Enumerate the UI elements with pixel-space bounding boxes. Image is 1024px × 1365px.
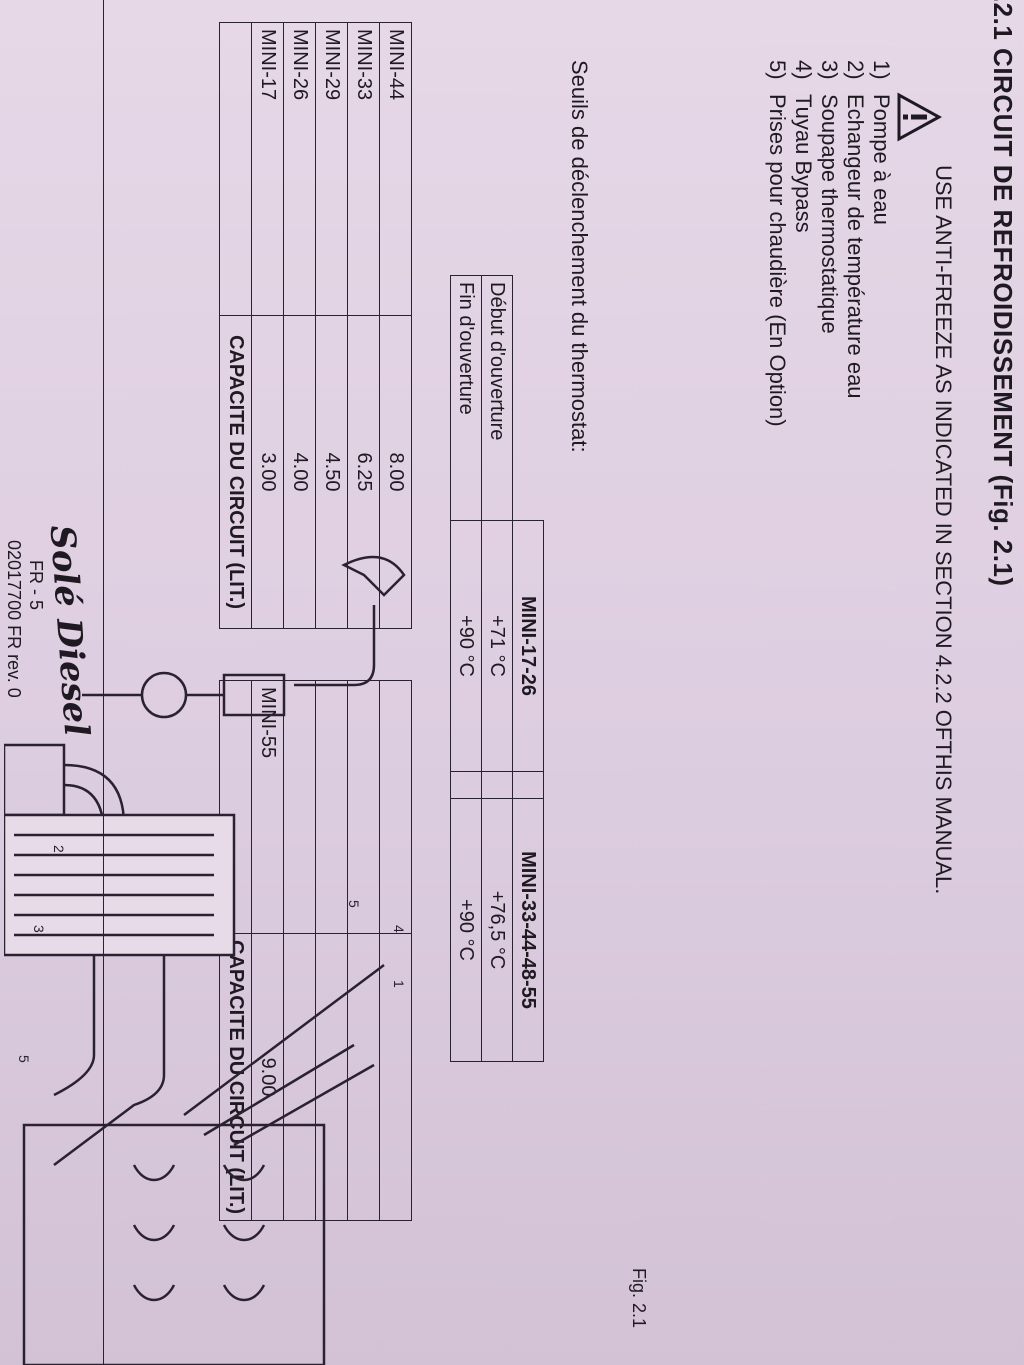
callout-label: 3	[31, 925, 47, 933]
document-reference: 02017700 FR rev. 0	[4, 540, 24, 698]
callout-label: 5	[346, 900, 362, 908]
boiler-outlet-valve	[341, 555, 406, 597]
boiler-pipe	[294, 605, 376, 687]
heat-exchanger	[4, 813, 236, 957]
thermostat-table: MINI-17-26 MINI-33-44-48-55 Début d'ouve…	[450, 275, 544, 1062]
list-item: 4)Tuyau Bypass	[791, 60, 816, 233]
table-cell: MINI-33	[347, 22, 380, 316]
figure-caption: Fig. 2.1	[629, 1268, 649, 1329]
inlet-block	[4, 743, 66, 817]
page-number: FR - 5	[26, 560, 46, 611]
engine-block	[22, 1123, 326, 1365]
table-header: MINI-33-44-48-55	[512, 798, 544, 1062]
footer-divider	[103, 0, 104, 1365]
list-item: 3)Soupape thermostatique	[817, 60, 842, 334]
callout-label: 4	[391, 925, 407, 933]
parts-list: 1)Pompe à eau 2)Echangeur de température…	[764, 60, 894, 427]
table-row: Début d'ouverture +71 °C +76,5 °C	[481, 275, 513, 1062]
warning-triangle-icon	[897, 92, 942, 142]
table-cell: MINI-17	[251, 22, 284, 316]
callout-label: 2	[51, 845, 67, 853]
table-cell: MINI-26	[283, 22, 316, 316]
thermostat-valve	[140, 671, 188, 719]
list-item: 2)Echangeur de température eau	[843, 60, 868, 399]
list-item: 1)Pompe à eau	[869, 60, 894, 225]
cooling-circuit-diagram: 1 2 3 4 5 5	[4, 555, 407, 1365]
table-cell: MINI-29	[315, 22, 348, 316]
table-header: MINI-17-26	[512, 520, 544, 772]
antifreeze-warning-text: USE ANTI-FREEZE AS INDICATED IN SECTION …	[931, 165, 956, 895]
callout-label: 1	[391, 980, 407, 988]
table-cell: MINI-44	[379, 22, 412, 316]
thermostat-threshold-title: Seuils de déclenchement du thermostat:	[567, 60, 592, 453]
section-title: 2.2.1 CIRCUIT DE REFROIDISSEMENT (Fig. 2…	[988, 0, 1018, 587]
bypass-fitting	[222, 673, 286, 717]
callout-label: 5	[16, 1055, 32, 1063]
list-item: 5)Prises pour chaudière (En Option)	[765, 60, 790, 427]
